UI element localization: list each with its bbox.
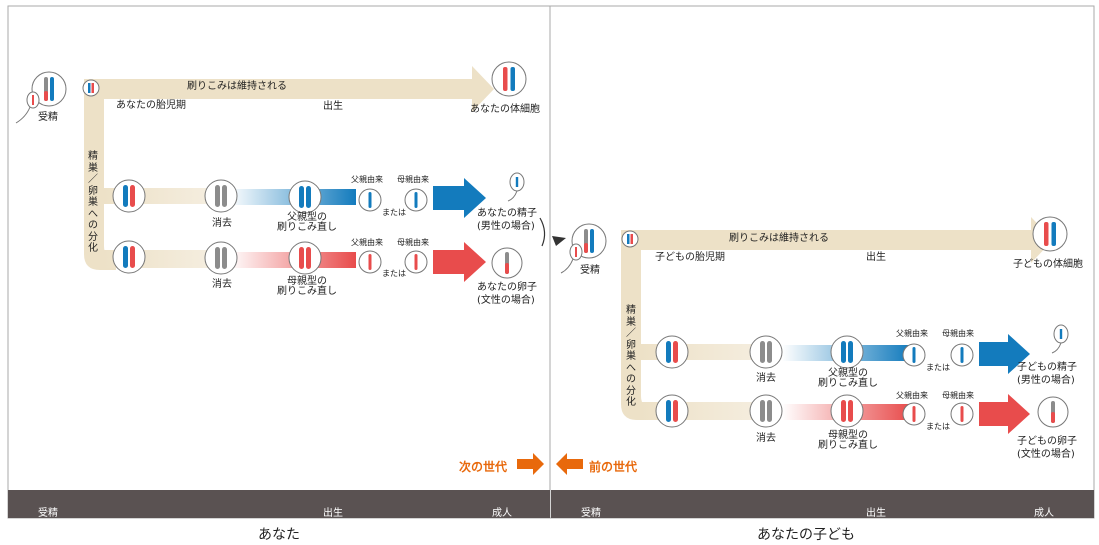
sperm-label: あなたの精子 (男性の場合) [477, 208, 537, 232]
differentiation-label: 精巣／卵巣への分化 [88, 151, 98, 254]
erase-label-upper: 消去 [212, 218, 232, 229]
egg-maternal-cell [404, 250, 428, 274]
caption-your-child: あなたの子ども [757, 527, 855, 543]
or-label-lower-right: または [926, 422, 950, 431]
from-father-label-upper: 父親由来 [351, 175, 383, 184]
or-label-upper: または [382, 208, 406, 217]
sperm-arrow [433, 178, 486, 218]
maternal-imprinted-cell [288, 241, 322, 275]
from-mother-label-lower: 母親由来 [397, 238, 429, 247]
erase-label-lower: 消去 [212, 279, 232, 290]
generation-connector [539, 217, 546, 247]
sperm-paternal-cell [358, 188, 382, 212]
somatic-cell [491, 61, 527, 97]
birth-label-right: 出生 [866, 252, 886, 263]
sperm-maternal-cell [404, 188, 428, 212]
sperm-label-right: 子どもの精子 (男性の場合) [1017, 362, 1077, 386]
paternal-imprinted-cell [288, 180, 322, 214]
germ-cell-upper [112, 179, 146, 213]
paternal-imprinted-cell-right [830, 335, 864, 369]
timeline-fertilization-left: 受精 [38, 508, 58, 519]
germ-cell-lower-right [655, 394, 689, 428]
from-father-label-lower: 父親由来 [351, 238, 383, 247]
next-generation-arrow [517, 453, 544, 475]
maintain-trunk [84, 79, 474, 99]
sperm-maternal-cell-right [950, 343, 974, 367]
egg-cell-icon-right [1037, 396, 1069, 428]
from-father-label-upper-right: 父親由来 [896, 329, 928, 338]
erased-cell-lower-right [749, 394, 783, 428]
caption-you: あなた [258, 527, 300, 543]
egg-paternal-cell [358, 250, 382, 274]
next-generation-label: 次の世代 [459, 460, 508, 474]
from-mother-label-lower-right: 母親由来 [942, 391, 974, 400]
egg-maternal-cell-right [950, 402, 974, 426]
fetal-period-label-right: 子どもの胎児期 [655, 252, 725, 263]
germ-cell-upper-right [655, 335, 689, 369]
egg-cell-icon [491, 247, 523, 279]
sperm-paternal-cell-right [902, 343, 926, 367]
differentiation-trunk [84, 79, 116, 270]
maintained-label: 刷りこみは維持される [187, 81, 287, 92]
timeline-adult-left: 成人 [492, 508, 512, 519]
or-label-lower: または [382, 269, 406, 278]
maternal-reprint-label: 母親型の 刷りこみ直し [277, 276, 337, 297]
egg-paternal-cell-right [902, 402, 926, 426]
egg-arrow-right [979, 394, 1030, 434]
erased-cell-lower [204, 241, 238, 275]
somatic-cell-label-right: 子どもの体細胞 [1013, 259, 1083, 270]
previous-generation-arrow [556, 453, 583, 475]
from-mother-label-upper-right: 母親由来 [942, 329, 974, 338]
generation-connector-head [552, 236, 566, 246]
maternal-imprinted-cell-right [830, 394, 864, 428]
maintained-label-right: 刷りこみは維持される [729, 233, 829, 244]
sperm-icon-right [1051, 324, 1069, 354]
fertilizing-sperm-icon [15, 91, 40, 124]
right-panel [560, 216, 1069, 434]
timeline-birth-right: 出生 [866, 508, 886, 519]
timeline-fertilization-right: 受精 [581, 508, 601, 519]
erased-cell-upper-right [749, 335, 783, 369]
maintain-trunk-right [621, 230, 1031, 250]
timeline-adult-right: 成人 [1034, 508, 1054, 519]
egg-label-right: 子どもの卵子 (文性の場合) [1017, 436, 1077, 460]
fertilization-label-right: 受精 [580, 265, 600, 276]
sperm-arrow-right [979, 334, 1030, 374]
somatic-cell-right [1032, 216, 1068, 252]
differentiation-trunk-right [621, 230, 653, 420]
or-label-upper-right: または [926, 363, 950, 372]
timeline-birth-left: 出生 [323, 508, 343, 519]
egg-label: あなたの卵子 (文性の場合) [477, 282, 537, 306]
paternal-reprint-label: 父親型の 刷りこみ直し [277, 212, 337, 233]
left-panel [15, 61, 527, 282]
paternal-reprint-label-right: 父親型の 刷りこみ直し [818, 368, 878, 389]
birth-label: 出生 [323, 101, 343, 112]
maternal-reprint-label-right: 母親型の 刷りこみ直し [818, 430, 878, 451]
early-embryo-cell-right [621, 230, 639, 248]
maintain-arrowhead [472, 66, 494, 112]
egg-arrow [433, 242, 486, 282]
sperm-icon [507, 172, 525, 202]
differentiation-label-right: 精巣／卵巣への分化 [626, 305, 636, 408]
erased-cell-upper [204, 179, 238, 213]
timeline-bar-right [551, 490, 1094, 518]
fertilizing-sperm-icon-right [560, 243, 583, 274]
timeline-bar-left [8, 490, 550, 518]
erase-label-lower-right: 消去 [756, 433, 776, 444]
from-father-label-lower-right: 父親由来 [896, 391, 928, 400]
erase-label-upper-right: 消去 [756, 373, 776, 384]
somatic-cell-label: あなたの体細胞 [470, 104, 540, 115]
from-mother-label-upper: 母親由来 [397, 175, 429, 184]
germ-cell-lower [112, 240, 146, 274]
early-embryo-cell [82, 79, 100, 97]
previous-generation-label: 前の世代 [589, 460, 638, 474]
fertilization-label: 受精 [38, 112, 58, 123]
fetal-period-label: あなたの胎児期 [116, 100, 186, 111]
